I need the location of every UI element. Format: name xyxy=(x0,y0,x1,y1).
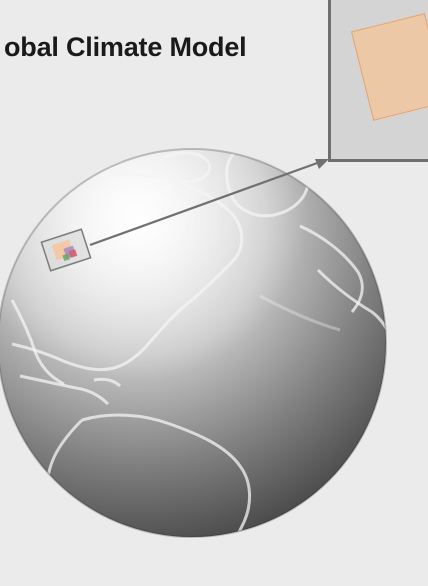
arrow-icon xyxy=(89,159,329,247)
zoomed-grid-inset xyxy=(328,0,428,162)
grid-cell xyxy=(351,13,428,121)
region-box xyxy=(40,228,92,272)
figure-title: obal Climate Model xyxy=(4,32,247,62)
